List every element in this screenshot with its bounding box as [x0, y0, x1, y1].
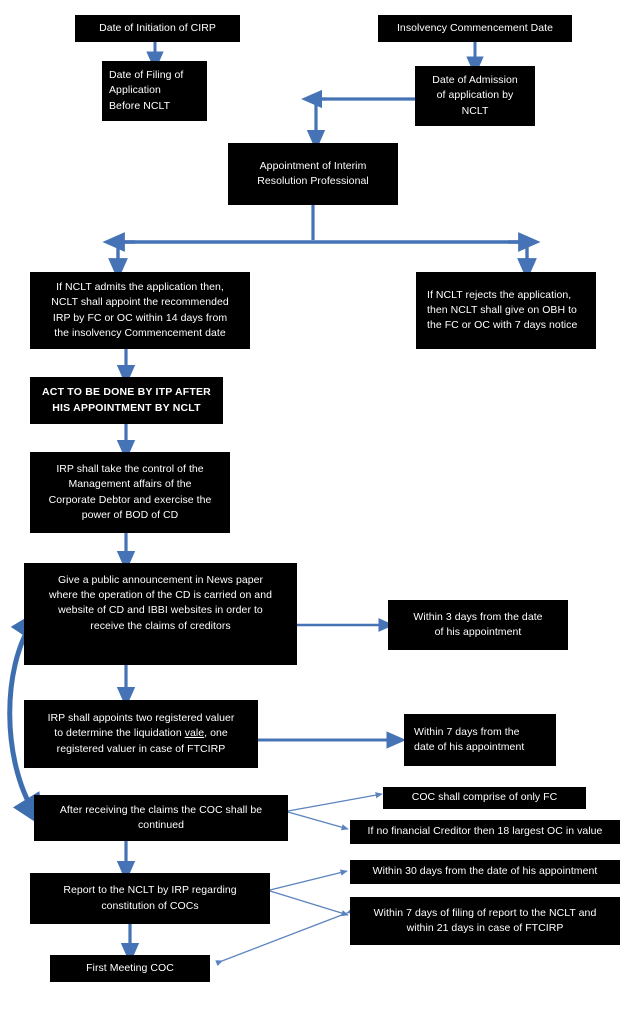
node-line: Give a public announcement in News paper	[57, 574, 264, 586]
misspelled-word: vale	[184, 727, 205, 740]
node-line: constitution of COCs	[101, 899, 199, 912]
node-first-meeting-coc[interactable]: First Meeting COC	[50, 955, 210, 982]
node-no-financial-creditor[interactable]: If no financial Creditor then 18 largest…	[350, 820, 620, 844]
node-line: the FC or OC with 7 days notice	[427, 319, 578, 332]
node-line: Resolution Professional	[257, 175, 369, 187]
node-line: After receiving the claims the COC shall…	[59, 803, 263, 816]
node-line: Within 3 days from the date	[413, 610, 543, 623]
node-line: First Meeting COC	[86, 961, 174, 974]
node-nclt-rejects-application[interactable]: If NCLT rejects the application, then NC…	[416, 272, 596, 349]
node-line: Management affairs of the	[68, 478, 192, 491]
node-line: IRP shall take the control of the	[56, 463, 204, 476]
connector-7days-filing-to-first-meeting	[215, 907, 355, 967]
node-line: Application	[109, 84, 161, 97]
node-line: within 21 days in case of FTCIRP	[406, 922, 564, 934]
node-coc-only-fc[interactable]: COC shall comprise of only FC	[383, 787, 586, 809]
connector-report-to-7days-filing	[269, 890, 349, 917]
node-line: ACT TO BE DONE BY ITP AFTER	[42, 386, 211, 399]
connector-claims-to-no-fc	[287, 811, 349, 831]
node-line: continued	[138, 819, 184, 831]
node-within-3-days[interactable]: Within 3 days from the date of his appoi…	[388, 600, 568, 650]
node-line: HIS APPOINTMENT BY NCLT	[52, 401, 201, 414]
node-line: power of BOD of CD	[81, 508, 179, 521]
valuer-text-a: to determine the liquidation	[54, 727, 185, 740]
node-line: Within 7 days from the	[414, 725, 520, 738]
node-line: of his appointment	[434, 626, 522, 638]
node-irp-registered-valuer[interactable]: IRP shall appoints two registered valuer…	[24, 700, 258, 768]
node-line: COC shall comprise of only FC	[411, 791, 558, 804]
connector-claims-to-coc-fc	[287, 792, 383, 812]
node-public-announcement[interactable]: Give a public announcement in News paper…	[24, 563, 297, 665]
valuer-text-b: , one	[204, 727, 228, 740]
connector-report-to-30days	[269, 869, 348, 891]
node-line: If NCLT rejects the application,	[427, 288, 572, 301]
node-line: Date of Initiation of CIRP	[99, 21, 216, 34]
node-line: receive the claims of creditors	[90, 619, 231, 632]
node-date-initiation-cirp[interactable]: Date of Initiation of CIRP	[75, 15, 240, 42]
node-line: Appointment of Interim	[259, 159, 367, 172]
node-appointment-interim-resolution-professional[interactable]: Appointment of Interim Resolution Profes…	[228, 143, 398, 205]
node-line: NCLT	[461, 104, 489, 117]
node-line: Date of Filing of	[109, 69, 184, 82]
connector-admission-to-appointment	[306, 97, 415, 151]
node-line: IRP shall appoints two registered valuer	[47, 712, 235, 725]
node-line: Within 30 days from the date of his appo…	[372, 865, 598, 878]
node-line: Date of Admission	[432, 74, 518, 87]
node-line: If no financial Creditor then 18 largest…	[367, 825, 603, 838]
node-line-with-spellcheck: to determine the liquidation vale, one	[54, 726, 228, 741]
node-within-7-days-appointment[interactable]: Within 7 days from the date of his appoi…	[404, 714, 556, 766]
node-line: Report to the NCLT by IRP regarding	[63, 884, 237, 897]
node-line: website of CD and IBBI websites in order…	[58, 604, 263, 617]
node-within-30-days[interactable]: Within 30 days from the date of his appo…	[350, 860, 620, 884]
node-line: of application by	[436, 89, 514, 102]
node-after-receiving-claims[interactable]: After receiving the claims the COC shall…	[34, 795, 288, 841]
node-line: where the operation of the CD is carried…	[49, 589, 272, 602]
node-line: Corporate Debtor and exercise the	[48, 493, 212, 506]
node-line: Insolvency Commencement Date	[396, 21, 554, 34]
node-line: the insolvency Commencement date	[54, 326, 226, 339]
node-act-to-be-done[interactable]: ACT TO BE DONE BY ITP AFTER HIS APPOINTM…	[30, 377, 223, 424]
node-report-to-nclt[interactable]: Report to the NCLT by IRP regarding cons…	[30, 873, 270, 924]
node-line: Within 7 days of filing of report to the…	[373, 906, 597, 919]
node-irp-control-management[interactable]: IRP shall take the control of the Manage…	[30, 452, 230, 533]
node-line: Before NCLT	[109, 99, 171, 112]
connector-curve-announcement-to-claims	[7, 608, 44, 828]
node-line: IRP by FC or OC within 14 days from	[52, 311, 228, 324]
node-line: If NCLT admits the application then,	[56, 281, 224, 294]
node-line: then NCLT shall give on OBH to	[427, 303, 577, 316]
node-date-filing-application[interactable]: Date of Filing of Application Before NCL…	[102, 61, 207, 121]
node-date-admission-application[interactable]: Date of Admission of application by NCLT	[415, 66, 535, 126]
node-line: registered valuer in case of FTCIRP	[56, 742, 226, 755]
node-insolvency-commencement-date[interactable]: Insolvency Commencement Date	[378, 15, 572, 42]
node-line: date of his appointment	[414, 741, 525, 753]
node-within-7-days-report[interactable]: Within 7 days of filing of report to the…	[350, 897, 620, 945]
node-nclt-admits-application[interactable]: If NCLT admits the application then, NCL…	[30, 272, 250, 349]
node-line: NCLT shall appoint the recommended	[51, 296, 229, 309]
